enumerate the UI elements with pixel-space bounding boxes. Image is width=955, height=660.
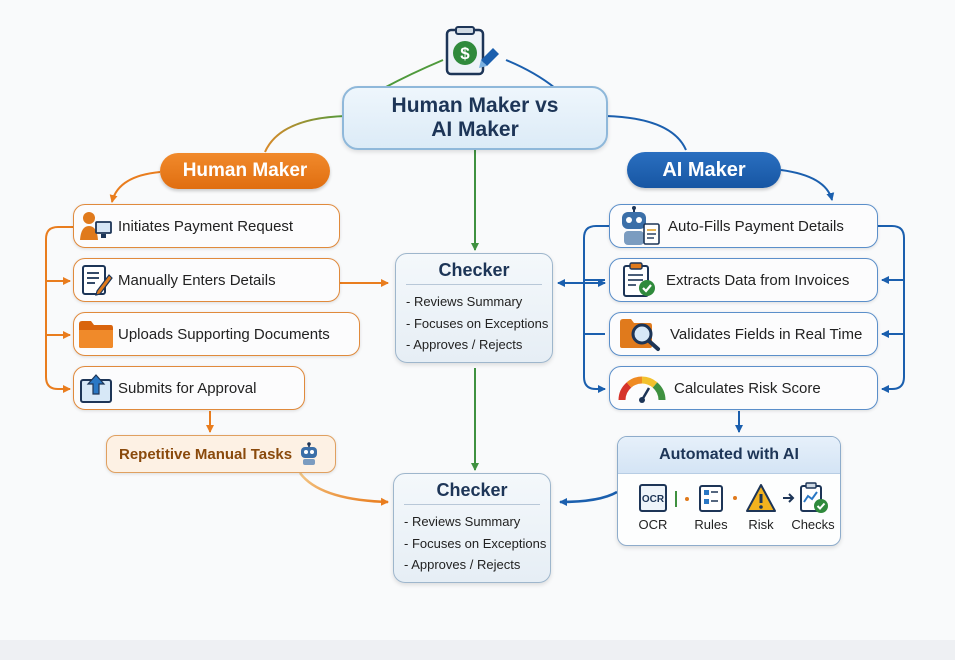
checker-divider <box>406 284 542 285</box>
title-line-1: Human Maker vs <box>391 94 559 117</box>
svg-text:OCR: OCR <box>642 494 665 505</box>
checker-item: - Reviews Summary <box>404 514 521 529</box>
person-at-computer-icon <box>74 207 118 245</box>
gauge-icon <box>610 369 674 407</box>
upload-tray-icon <box>74 369 118 407</box>
checker-bottom: Checker - Reviews Summary - Focuses on E… <box>393 473 551 583</box>
automated-with-ai-panel: Automated with AI OCR OCR <box>617 436 841 546</box>
ai-step-label: Calculates Risk Score <box>674 379 821 397</box>
checker-item: - Approves / Rejects <box>406 337 523 352</box>
clipboard-check-icon <box>610 261 666 299</box>
checker-item: - Reviews Summary <box>406 294 523 309</box>
human-bracket <box>45 226 74 393</box>
human-step-enters: Manually Enters Details <box>73 258 340 302</box>
plus-connector-icon <box>675 491 689 507</box>
checker-top: Checker - Reviews Summary - Focuses on E… <box>395 253 553 363</box>
human-step-label: Manually Enters Details <box>118 271 276 289</box>
ai-step-risk: Calculates Risk Score <box>609 366 878 410</box>
ai-step-label: Validates Fields in Real Time <box>670 325 863 343</box>
robot-icon <box>610 206 668 245</box>
ai-bracket-right <box>878 225 905 393</box>
rules-icon <box>686 481 736 515</box>
folder-icon <box>74 315 118 353</box>
arrow-automated-to-checker <box>559 490 618 506</box>
arrow-repetitive-to-checker <box>298 472 389 506</box>
human-step-submits: Submits for Approval <box>73 366 305 410</box>
checker-divider <box>404 504 540 505</box>
ai-step-validates: Validates Fields in Real Time <box>609 312 878 356</box>
svg-text:$: $ <box>460 44 470 63</box>
human-step-label: Uploads Supporting Documents <box>118 325 330 343</box>
automated-item-rules: Rules <box>686 481 736 532</box>
ai-step-autofills: Auto-Fills Payment Details <box>609 204 878 248</box>
magnifier-folder-icon <box>610 315 670 353</box>
money-clipboard-icon: $ <box>445 26 499 76</box>
human-step-uploads: Uploads Supporting Documents <box>73 312 360 356</box>
checker-item: - Focuses on Exceptions <box>404 535 547 551</box>
ai-step-label: Auto-Fills Payment Details <box>668 217 844 235</box>
automated-item-label: OCR <box>638 517 668 532</box>
dot-connector-icon <box>733 496 737 500</box>
arrow-ai-start <box>780 169 835 201</box>
automated-item-risk: Risk <box>736 481 786 532</box>
document-pencil-icon <box>74 261 118 299</box>
small-robot-icon <box>301 442 318 465</box>
automated-item-label: Rules <box>694 517 728 532</box>
title-line-2: AI Maker <box>431 118 519 141</box>
page-title: Human Maker vs AI Maker <box>342 86 608 150</box>
checker-item: - Approves / Rejects <box>404 557 521 572</box>
arrow-connector-icon <box>783 493 795 503</box>
checker-item: - Focuses on Exceptions <box>406 315 549 331</box>
human-step-label: Initiates Payment Request <box>118 217 294 235</box>
checker-title: Checker <box>438 260 510 280</box>
ai-step-extracts: Extracts Data from Invoices <box>609 258 878 302</box>
bottom-strip <box>0 640 955 660</box>
human-step-initiates: Initiates Payment Request <box>73 204 340 248</box>
arc-title-human <box>264 115 347 153</box>
checker-title: Checker <box>436 480 508 500</box>
human-maker-header: Human Maker <box>160 153 330 189</box>
automated-title: Automated with AI <box>618 437 840 474</box>
ocr-icon: OCR <box>628 481 678 515</box>
checks-icon <box>788 481 838 515</box>
ai-maker-header: AI Maker <box>627 152 781 188</box>
human-step-label: Submits for Approval <box>118 379 257 397</box>
arrow-human-start <box>109 171 161 203</box>
warning-icon <box>736 481 786 515</box>
ai-step-label: Extracts Data from Invoices <box>666 271 850 289</box>
arc-title-ai <box>605 115 687 151</box>
automated-item-label: Risk <box>748 517 774 532</box>
automated-item-ocr: OCR OCR <box>628 481 678 532</box>
arc-icon-right <box>505 59 556 89</box>
ai-bracket-left <box>583 225 609 393</box>
automated-items-row: OCR OCR Rules <box>618 481 840 541</box>
automated-item-label: Checks <box>791 517 835 532</box>
repetitive-label: Repetitive Manual Tasks <box>119 445 293 463</box>
automated-item-checks: Checks <box>788 481 838 532</box>
repetitive-manual-tasks: Repetitive Manual Tasks <box>106 435 336 473</box>
arc-icon-left <box>383 59 444 89</box>
